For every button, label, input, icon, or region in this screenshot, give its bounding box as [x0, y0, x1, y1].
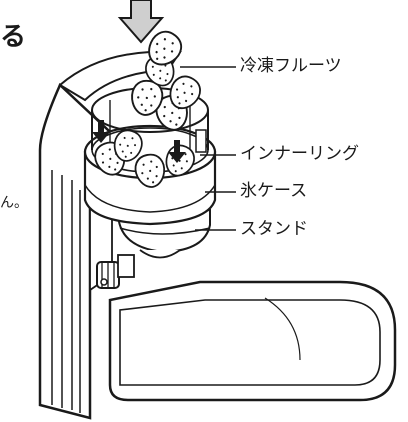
- label-stand: スタンド: [240, 219, 308, 239]
- frozen-fruit-group: [90, 25, 206, 191]
- edge-text-mid: ん。: [0, 195, 28, 211]
- arrow-down-large-icon: [117, 0, 165, 44]
- label-frozen-fruit: 冷凍フルーツ: [240, 56, 342, 76]
- arrow-down-small-icon: [92, 120, 186, 163]
- edge-text-top: る: [0, 22, 27, 52]
- label-ice-case: 氷ケース: [240, 181, 308, 201]
- label-inner-ring: インナーリング: [240, 144, 359, 164]
- adjustment-knob: [96, 254, 135, 289]
- leader-lines: [180, 66, 236, 231]
- base-plate: [108, 280, 397, 402]
